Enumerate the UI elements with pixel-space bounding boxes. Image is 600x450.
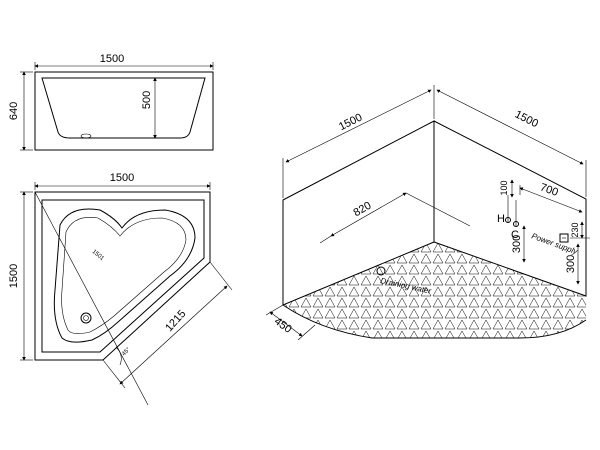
top-diagonal-dimension-line — [119, 285, 228, 385]
top-view-basin-inner — [61, 217, 187, 334]
top-view-drain — [80, 312, 92, 324]
front-view-outline — [34, 71, 214, 151]
top-height-label: 1500 — [8, 264, 20, 288]
power-socket — [559, 233, 569, 243]
floor-outline — [282, 304, 587, 339]
front-view: 1500 640 500 — [8, 53, 214, 151]
inner-offset-dimension-line — [330, 192, 407, 237]
socket-vertical-label: 300 — [565, 255, 577, 273]
top-diagonal-label: 1215 — [163, 308, 188, 334]
front-width-label: 1500 — [100, 53, 124, 65]
hot-label: H — [497, 213, 505, 225]
hot-tap — [505, 217, 511, 223]
installation-view: Draining water 1500 1500 820 H C 100 700… — [265, 85, 590, 341]
pipe-offset-label: 700 — [538, 181, 559, 199]
front-height-label: 640 — [8, 102, 20, 120]
right-wall-label: 1500 — [513, 108, 540, 130]
pipe-vertical-label: 300 — [511, 235, 523, 253]
socket-height-label: 230 — [570, 222, 580, 237]
cold-label: C — [511, 229, 519, 241]
front-view-drain — [80, 133, 92, 139]
front-offset-label: 450 — [272, 315, 294, 335]
floor-drain — [376, 266, 386, 276]
top-diagonal-guide — [34, 191, 149, 406]
top-view: 1501 1500 1500 1215 45° — [8, 172, 233, 406]
cold-tap — [513, 221, 519, 227]
front-view-tub-profile — [41, 77, 206, 139]
inner-offset-label: 820 — [352, 200, 374, 220]
pipe-height-label: 100 — [499, 180, 509, 195]
top-angle-arc — [115, 346, 122, 366]
pipe-offset-dimension-line — [519, 187, 583, 213]
top-view-basin — [53, 208, 196, 343]
floor-tiles — [283, 242, 586, 338]
left-wall-dimension-line — [285, 89, 432, 163]
right-wall-dimension-line — [436, 89, 584, 165]
front-depth-label: 500 — [141, 91, 153, 109]
top-width-label: 1500 — [110, 172, 134, 184]
front-offset-dimension-line — [269, 311, 303, 337]
top-angle-label: 45° — [121, 346, 132, 357]
top-radius-label: 1501 — [91, 249, 106, 263]
